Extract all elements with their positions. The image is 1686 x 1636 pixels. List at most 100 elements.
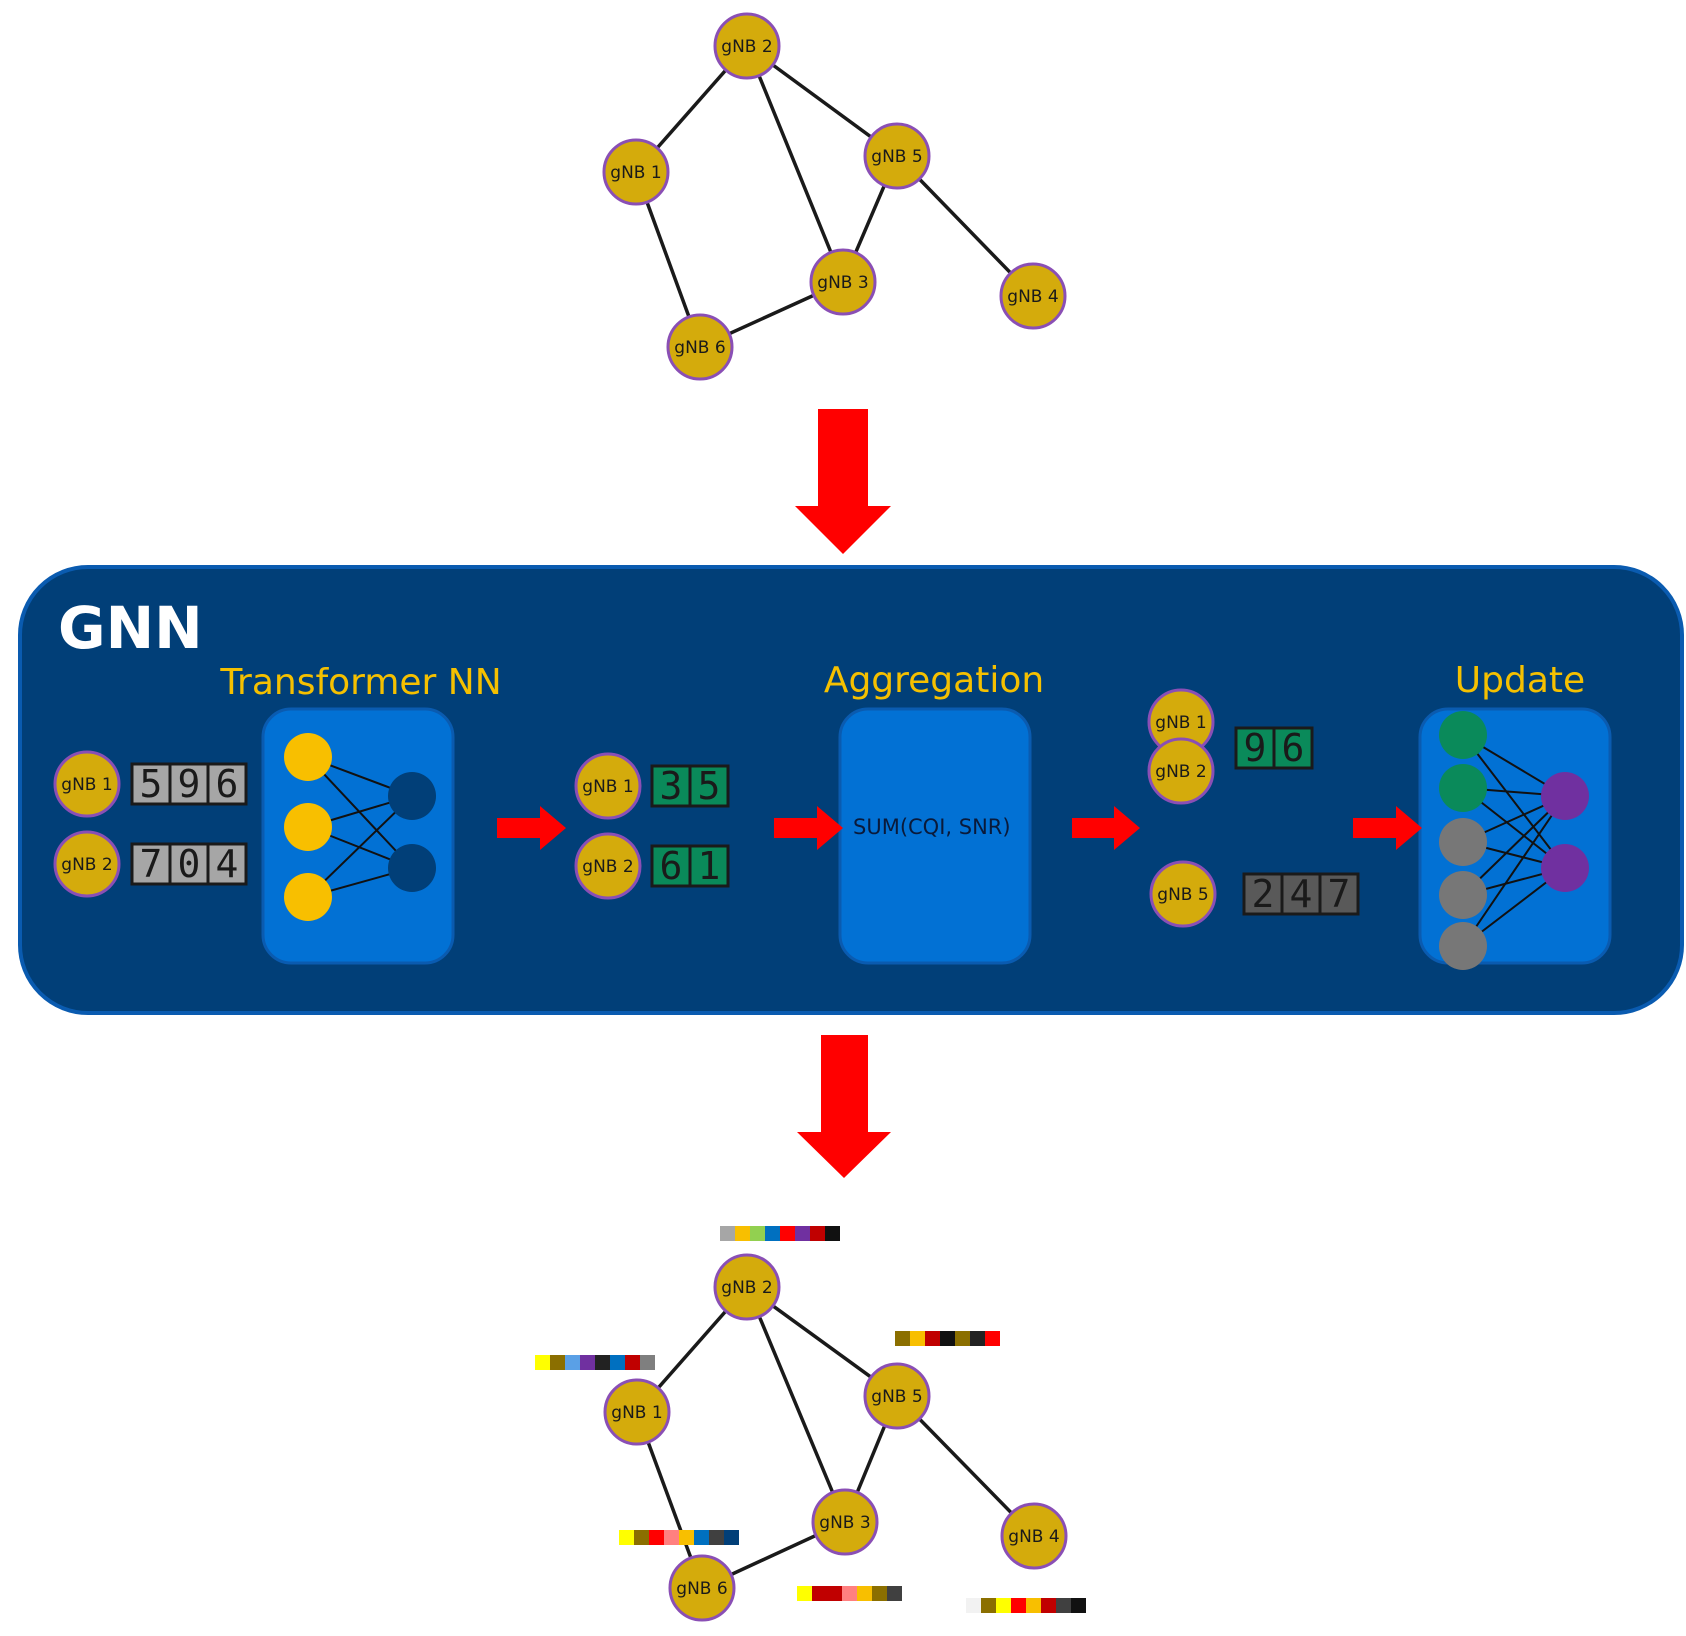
transformer-network (284, 733, 436, 921)
aggregated-vector-cell (1272, 726, 1314, 770)
embedding-cell (724, 1530, 739, 1545)
transformer-input-vector-gnb-2-value: 0 (178, 842, 201, 886)
transformer-input-vector-gnb-1-value: 9 (178, 762, 201, 806)
self-node-gnb-5-circle (1149, 860, 1217, 928)
node-gnb-4: gNB 4 (999, 262, 1067, 330)
arrow-to-aggregation-outputs (1072, 806, 1140, 850)
embedding-cell (640, 1355, 655, 1370)
aggregated-vector-value: 9 (1244, 726, 1267, 770)
node-gnb-2-label: gNB 2 (721, 1278, 772, 1298)
embedding-cell (664, 1530, 679, 1545)
transformer-input-node-gnb-1-circle (53, 750, 121, 818)
embedding-cell (1026, 1598, 1041, 1613)
node-gnb-3-circle (811, 1488, 879, 1556)
self-node-gnb-5-label: gNB 5 (1157, 885, 1208, 905)
gnn-block: GNN Transformer NN Aggregation Update SU… (18, 565, 1684, 1015)
node-gnb-2-label: gNB 2 (721, 37, 772, 57)
embedding-cell (550, 1355, 565, 1370)
node-gnb-6-label: gNB 6 (674, 338, 725, 358)
transformer-output-vector-gnb-1-value: 5 (698, 764, 721, 808)
transformer-connection (307, 795, 413, 898)
arrow-to-transformer-outputs (497, 806, 566, 850)
self-node-vector-cell (1280, 872, 1322, 916)
self-node-vector-value: 2 (1252, 872, 1275, 916)
node-gnb-3: gNB 3 (809, 248, 877, 316)
transformer-output-vector-gnb-2-value: 6 (660, 844, 683, 888)
transformer-input-neuron (284, 733, 332, 781)
node-gnb-6: gNB 6 (666, 313, 734, 381)
node-gnb-4-circle (1000, 1502, 1068, 1570)
update-output-neuron (1541, 844, 1589, 892)
node-gnb-2: gNB 2 (713, 1253, 781, 1321)
embedding-gnb-4 (966, 1598, 1086, 1613)
embedding-cell (872, 1586, 887, 1601)
embedding-cell (750, 1226, 765, 1241)
transformer-input-node-gnb-2-circle (53, 830, 121, 898)
transformer-output-node-gnb-1-circle (574, 752, 642, 820)
embedding-gnb-2 (720, 1226, 840, 1241)
embedding-cell (955, 1331, 970, 1346)
aggregated-neighbor-gnb-2-circle (1147, 737, 1215, 805)
node-gnb-6-label: gNB 6 (676, 1579, 727, 1599)
node-gnb-3: gNB 3 (811, 1488, 879, 1556)
transformer-output-node-gnb-2-label: gNB 2 (582, 857, 633, 877)
self-node-vector-cell (1318, 872, 1360, 916)
transformer-output-node-gnb-2: gNB 2 (574, 832, 642, 900)
embedding-cell (985, 1331, 1000, 1346)
transformer-input-vector-gnb-2-cell (168, 842, 210, 886)
embedding-cell (580, 1355, 595, 1370)
aggregated-neighbor-gnb-1-label: gNB 1 (1155, 713, 1206, 733)
embedding-cell (1056, 1598, 1071, 1613)
update-title: Update (1455, 660, 1585, 701)
transformer-output-vector-gnb-1-value: 3 (660, 764, 683, 808)
embedding-cell (857, 1586, 872, 1601)
embedding-gnb-1 (535, 1355, 655, 1370)
embedding-cell (735, 1226, 750, 1241)
node-gnb-6: gNB 6 (668, 1554, 736, 1622)
self-node-gnb-5: gNB 5 (1149, 860, 1217, 928)
transformer-output-neuron (388, 772, 436, 820)
down-arrow-to-output (797, 1035, 891, 1178)
embedding-cell (895, 1331, 910, 1346)
embedding-cell (619, 1530, 634, 1545)
node-gnb-5: gNB 5 (863, 122, 931, 190)
transformer-input-vector-gnb-1-cell (206, 762, 248, 806)
embedding-cell (720, 1226, 735, 1241)
transformer-input-neuron (284, 873, 332, 921)
transformer-input-vector-gnb-1-value: 6 (216, 762, 239, 806)
embedding-cell (910, 1331, 925, 1346)
aggregated-neighbor-gnb-2-label: gNB 2 (1155, 762, 1206, 782)
node-gnb-5-label: gNB 5 (871, 147, 922, 167)
node-gnb-1-label: gNB 1 (610, 163, 661, 183)
transformer-input-node-gnb-1: gNB 1 (53, 750, 121, 818)
embedding-gnb-3 (797, 1586, 902, 1601)
edge-gnb-2-gnb-3 (745, 1286, 847, 1523)
embedding-cell (780, 1226, 795, 1241)
self-node-vector-value: 7 (1328, 872, 1351, 916)
transformer-output-neuron (388, 844, 436, 892)
arrow-to-update (1353, 806, 1422, 850)
transformer-output-node-gnb-2-circle (574, 832, 642, 900)
self-node-vector-value: 4 (1290, 872, 1313, 916)
node-gnb-6-circle (666, 313, 734, 381)
node-gnb-1: gNB 1 (602, 138, 670, 206)
node-gnb-6-circle (668, 1554, 736, 1622)
transformer-input-neuron (284, 803, 332, 851)
node-gnb-2-circle (713, 1253, 781, 1321)
aggregated-vector-value: 6 (1282, 726, 1305, 770)
node-gnb-2: gNB 2 (713, 12, 781, 80)
embedding-cell (625, 1355, 640, 1370)
transformer-input-vector-gnb-2-cell (206, 842, 248, 886)
update-input-neuron (1439, 818, 1487, 866)
node-gnb-1: gNB 1 (603, 1378, 671, 1446)
node-gnb-5: gNB 5 (863, 1362, 931, 1430)
output-embeddings (535, 1226, 1086, 1613)
node-gnb-3-circle (809, 248, 877, 316)
embedding-cell (595, 1355, 610, 1370)
transformer-output-vector-gnb-2-cell (688, 844, 730, 888)
